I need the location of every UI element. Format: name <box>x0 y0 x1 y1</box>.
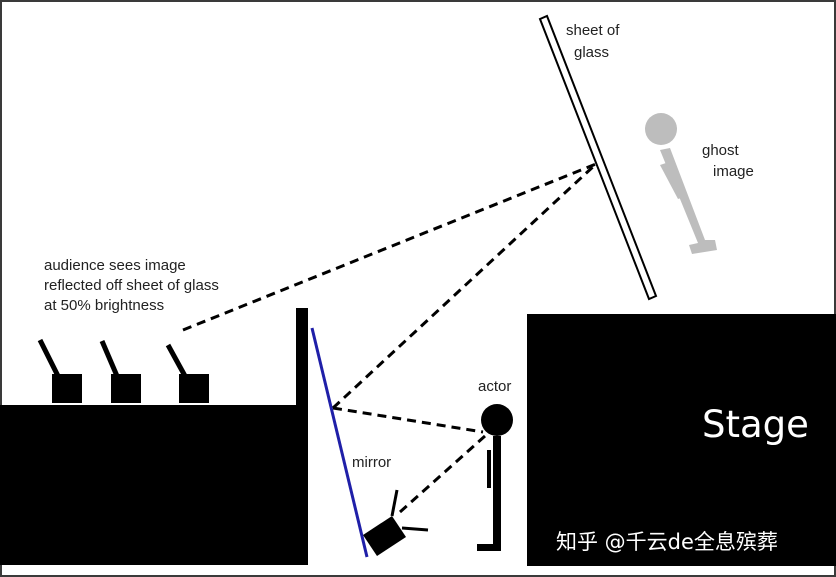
watermark: 知乎 @千云de全息殡葬 <box>556 530 778 554</box>
audience-member-1 <box>37 338 82 403</box>
mirror-label: mirror <box>352 454 391 471</box>
line-camera-to-actor <box>399 434 486 514</box>
line-mirror-to-actor <box>332 406 484 434</box>
stage-block <box>527 314 836 566</box>
ghost-figure <box>645 113 717 254</box>
stage-label: Stage <box>702 403 809 446</box>
barrier-wall <box>296 308 308 408</box>
ghost-label-line2: image <box>713 163 754 180</box>
actor-label: actor <box>478 378 511 395</box>
audience-label-line2: reflected off sheet of glass <box>44 277 219 294</box>
audience-member-2 <box>99 340 141 403</box>
sheet-of-glass <box>538 14 658 301</box>
glass-label-line2: glass <box>574 44 609 61</box>
mirror-line <box>310 327 369 558</box>
ghost-label-line1: ghost <box>702 142 740 159</box>
actor-figure <box>477 404 513 551</box>
audience-member-3 <box>165 343 209 403</box>
sight-lines <box>182 162 598 514</box>
audience-label-line1: audience sees image <box>44 257 186 274</box>
camera-device <box>363 489 429 556</box>
audience-floor <box>0 405 308 565</box>
audience-label-line3: at 50% brightness <box>44 297 164 314</box>
glass-label-line1: sheet of <box>566 22 620 39</box>
